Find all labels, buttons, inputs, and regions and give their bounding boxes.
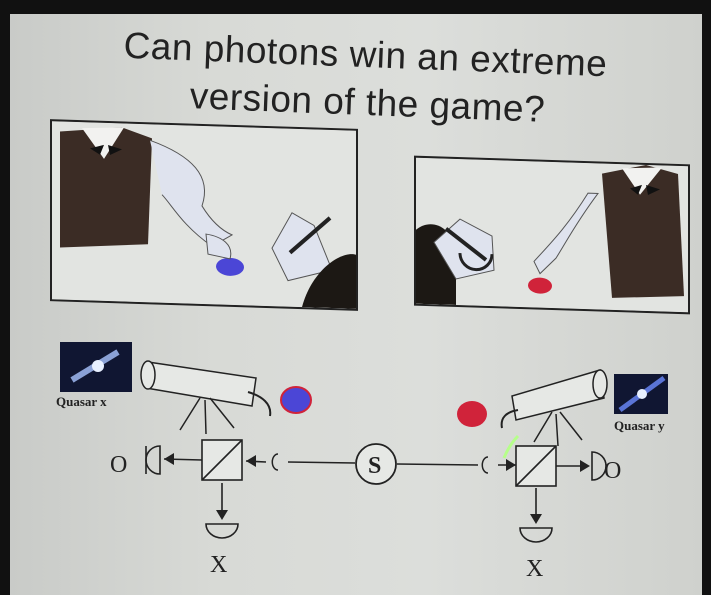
writing-hand: [271, 212, 333, 282]
detector-o-right-icon: [591, 451, 607, 481]
bowtie-icon: [630, 184, 660, 196]
beam-splitter-left-icon: [201, 439, 243, 481]
left-beam-path: [163, 458, 356, 512]
arrow-left-icon: [164, 453, 174, 465]
writing-hand: [433, 218, 495, 280]
apparatus-diagram: O X S O X: [60, 342, 668, 582]
arrow-down-icon: [216, 510, 228, 520]
arrow-right-icon: [506, 459, 516, 471]
source-label: S: [368, 453, 381, 479]
illustration-panel-right: [414, 155, 690, 315]
output-x-left-label: X: [210, 552, 227, 578]
right-scene: [416, 157, 688, 313]
quasar-y-label: Quasar y: [614, 418, 665, 433]
detector-x-left-icon: [205, 523, 239, 539]
wave-plate-left-icon: [271, 453, 279, 471]
arrow-down-icon: [530, 514, 542, 524]
wave-plate-right-icon: [481, 456, 489, 474]
telescope-left-icon: [140, 360, 272, 435]
vest-figure: [60, 127, 152, 248]
quasar-y-image: [614, 374, 668, 414]
beam-splitter-right-icon: [515, 445, 557, 487]
arrow-left-icon: [246, 455, 256, 467]
blue-disc: [216, 257, 244, 276]
vest-figure: [602, 164, 684, 298]
output-o-right-label: O: [604, 458, 621, 484]
quasar-x-label: Quasar x: [56, 394, 107, 409]
blue-disc: [280, 386, 312, 414]
red-disc: [528, 277, 552, 294]
telescope-right-icon: [500, 369, 608, 447]
source-node: S: [355, 443, 397, 485]
bowtie-icon: [90, 144, 122, 156]
detector-o-left-icon: [145, 445, 161, 475]
quasar-x-image: [60, 342, 132, 392]
left-scene: [52, 121, 356, 309]
red-disc: [457, 401, 487, 427]
output-x-right-label: X: [526, 556, 543, 582]
output-o-left-label: O: [110, 452, 127, 478]
arrow-right-icon: [580, 460, 590, 472]
detector-x-right-icon: [519, 527, 553, 543]
laser-pointer-mark: [502, 434, 520, 459]
illustration-panel-left: [50, 119, 358, 311]
